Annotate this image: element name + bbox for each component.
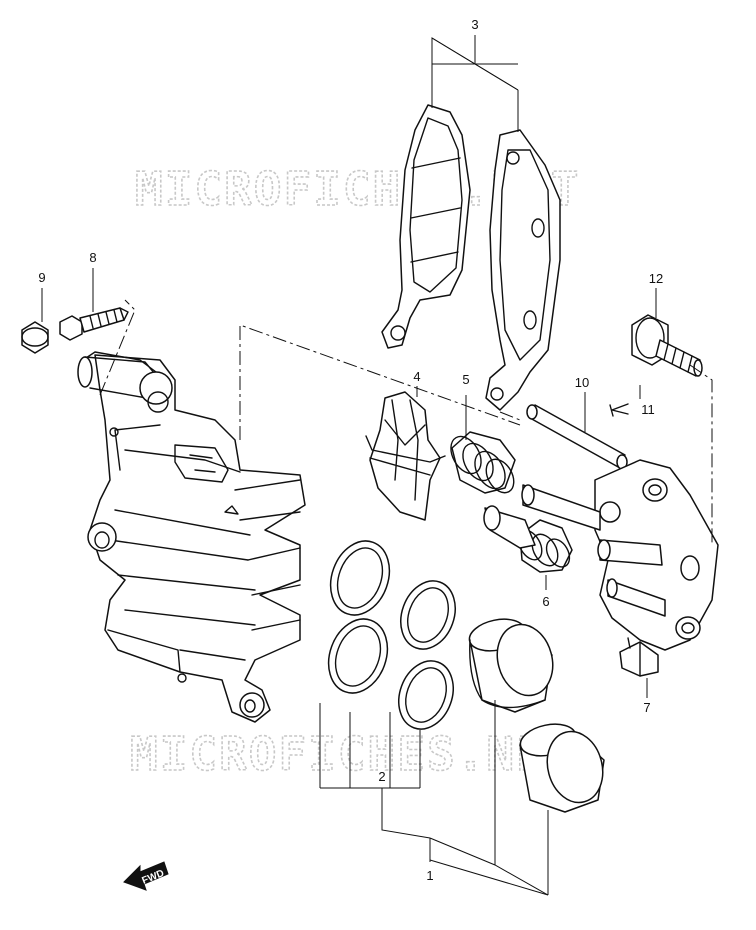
callout-1: 1 <box>426 868 433 883</box>
callout-3: 3 <box>471 17 478 32</box>
brake-pad-inner <box>381 104 471 349</box>
callout-8: 8 <box>89 250 96 265</box>
callout-5: 5 <box>462 372 469 387</box>
boot-part-6 <box>517 519 573 573</box>
watermark-bottom: MICROFICHES.NET <box>130 727 575 781</box>
pad-spring <box>365 391 446 521</box>
piston-lower <box>519 723 605 813</box>
callout-7: 7 <box>643 700 650 715</box>
brake-pad-outer <box>485 129 561 411</box>
callout-11: 11 <box>641 402 655 417</box>
bolt-part-12 <box>631 314 703 377</box>
clip-part-7 <box>619 637 659 677</box>
cap-part-9 <box>21 321 49 354</box>
caliper-bracket <box>483 459 719 651</box>
piston-upper <box>468 618 554 713</box>
pad-pin <box>526 404 628 470</box>
callout-10: 10 <box>575 375 589 390</box>
callout-6: 6 <box>542 594 549 609</box>
piston-seals <box>327 540 456 730</box>
boot-part-5 <box>450 431 516 494</box>
pad-pin-clip <box>609 403 629 417</box>
callout-12: 12 <box>649 271 663 286</box>
callout-4: 4 <box>413 369 420 384</box>
forward-arrow-icon: FWD <box>123 861 169 891</box>
caliper-body <box>77 351 306 723</box>
callout-9: 9 <box>38 270 45 285</box>
callout-2: 2 <box>378 769 385 784</box>
bleeder-screw-part-8 <box>59 307 129 341</box>
